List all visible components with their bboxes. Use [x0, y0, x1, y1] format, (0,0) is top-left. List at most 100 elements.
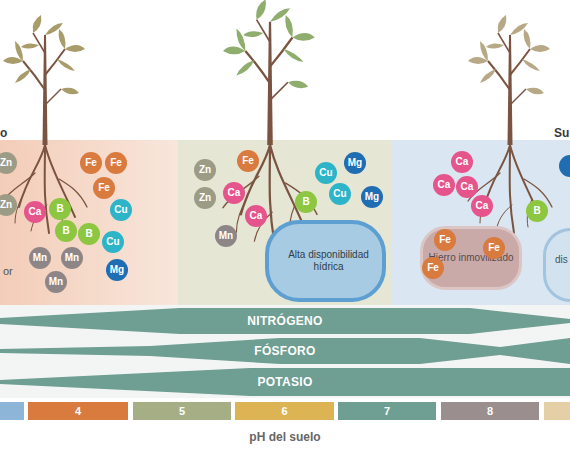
ph-value: 7 — [384, 405, 390, 417]
nutrient-circle: B — [78, 223, 100, 245]
circle-fill — [49, 198, 71, 220]
circle-fill — [361, 186, 383, 208]
band-label: POTASIO — [257, 375, 312, 389]
nutrient-circle: Fe — [422, 257, 444, 279]
nutrient-circle: Mg — [361, 186, 383, 208]
nutrient-symbol: B — [533, 206, 540, 216]
ph-segment: 4 — [28, 402, 128, 420]
ph-value: 8 — [487, 405, 493, 417]
nutrient-symbol: Fe — [242, 156, 254, 166]
panel-heading: o — [0, 126, 7, 140]
axis-title: pH del suelo — [0, 430, 570, 444]
ph-segment-edge — [0, 402, 24, 420]
circle-fill — [110, 199, 132, 221]
circle-fill — [194, 159, 216, 181]
nutrient-symbol: Ca — [250, 211, 263, 221]
circle-fill — [24, 201, 46, 223]
band-fill — [0, 338, 570, 364]
nutrient-circle: Zn — [194, 159, 216, 181]
nutrient-circle: Ca — [451, 151, 473, 173]
blob-fill — [422, 228, 521, 289]
ph-segment: 5 — [133, 402, 231, 420]
nutrient-symbol: B — [62, 226, 69, 236]
nutrient-band: FÓSFORO — [0, 338, 570, 364]
circle-fill — [0, 152, 17, 174]
nutrient-symbol: Fe — [488, 242, 500, 254]
nutrient-circle: Fe — [80, 152, 102, 174]
nutrient-band: POTASIO — [0, 368, 570, 396]
circle-fill — [93, 177, 115, 199]
nutrient-circle: Mn — [215, 225, 237, 247]
nutrient-symbol: Fe — [98, 183, 110, 193]
ph-segment: 6 — [235, 402, 334, 420]
nutrient-circle: B — [55, 220, 77, 242]
nutrient-symbol: Ca — [438, 180, 451, 190]
nutrient-circle: Ca — [433, 174, 455, 196]
band-label: NITRÓGENO — [247, 314, 322, 328]
ph-segment-edge — [544, 402, 570, 420]
nutrient-circle: Zn — [0, 152, 17, 174]
soil-panel: CaCaCaCaBHierro inmovilizadoFeFeFedis — [392, 140, 570, 305]
nutrient-circle: Cu — [315, 162, 337, 184]
circle-fill — [55, 220, 77, 242]
nutrient-band: NITRÓGENO — [0, 308, 570, 334]
circle-fill — [433, 174, 455, 196]
circle-fill — [315, 162, 337, 184]
nutrient-symbol: B — [302, 197, 309, 207]
nutrient-symbol: Ca — [456, 157, 469, 167]
blob-fill — [545, 230, 570, 301]
circle-fill — [194, 187, 216, 209]
nutrient-circle: Cu — [102, 231, 124, 253]
nutrient-circle: Mg — [106, 259, 128, 281]
nutrient-symbol: Cu — [106, 237, 119, 247]
nutrient-circle: Mg — [344, 152, 366, 174]
nutrient-symbol: Zn — [199, 193, 211, 203]
nutrient-circle: Mn — [45, 271, 67, 293]
blob-fill — [267, 222, 384, 300]
callout-text: dis — [555, 254, 568, 266]
cropped-circle — [559, 155, 570, 177]
circle-fill — [434, 229, 456, 251]
band-label: FÓSFORO — [254, 344, 315, 358]
circle-fill — [105, 152, 127, 174]
band-backdrop — [0, 305, 570, 398]
circle-fill — [526, 200, 548, 222]
circle-fill — [61, 247, 83, 269]
nutrient-circle: Mn — [29, 247, 51, 269]
ph-segment: 8 — [441, 402, 539, 420]
nutrient-symbol: Cu — [333, 189, 346, 199]
nutrient-symbol: Cu — [114, 205, 127, 215]
nutrient-symbol: Mg — [365, 192, 379, 202]
nutrient-circle: Cu — [110, 199, 132, 221]
nutrient-circle: Ca — [456, 176, 478, 198]
circle-fill — [80, 152, 102, 174]
nutrient-symbol: Mn — [49, 277, 63, 287]
nutrient-symbol: Mn — [33, 253, 47, 263]
circle-fill — [215, 225, 237, 247]
circle-fill — [456, 176, 478, 198]
nutrient-circle: Zn — [0, 194, 17, 216]
circle-fill — [483, 237, 505, 259]
band-fill — [0, 308, 570, 334]
nutrient-symbol: B — [56, 204, 63, 214]
nutrient-symbol: Mn — [65, 253, 79, 263]
circle-fill — [45, 271, 67, 293]
panel-note: or — [3, 265, 13, 277]
nutrient-symbol: Ca — [228, 188, 241, 198]
ph-value: 5 — [179, 405, 185, 417]
circle-fill — [0, 194, 17, 216]
nutrient-circle: Fe — [237, 150, 259, 172]
panel-heading: Su — [554, 126, 569, 140]
band-fill — [0, 368, 570, 396]
callout-text: Alta disponibilidad hídrica — [287, 249, 370, 273]
nutrient-circle: B — [526, 200, 548, 222]
soil-panel: ZnZnFeCaCaMnBCuCuMgMgAlta disponibilidad… — [178, 140, 392, 305]
nutrient-symbol: Mg — [348, 158, 362, 168]
nutrient-circle: Ca — [471, 195, 493, 217]
callout-blob: Hierro inmovilizadoFeFeFe — [420, 226, 522, 290]
nutrient-circle: Fe — [93, 177, 115, 199]
nutrient-circle: Fe — [434, 229, 456, 251]
nutrient-symbol: Ca — [476, 201, 489, 211]
nutrient-circle: B — [49, 198, 71, 220]
circle-fill — [29, 247, 51, 269]
